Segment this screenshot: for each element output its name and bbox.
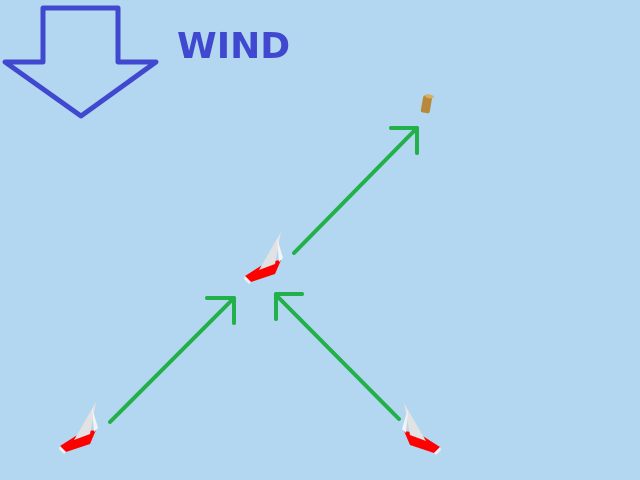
course-arrow-left-boat: [108, 296, 236, 424]
wind-label: WIND: [177, 26, 291, 67]
course-arrow-to-buoy: [292, 126, 419, 255]
sailboat-center-icon: [244, 232, 283, 284]
wind-direction-arrow-icon: [2, 5, 159, 119]
sailboat-left-icon: [59, 402, 98, 454]
buoy-icon: [420, 94, 434, 114]
course-arrow-right-boat: [274, 292, 401, 421]
sailboat-right-icon: [402, 403, 441, 455]
